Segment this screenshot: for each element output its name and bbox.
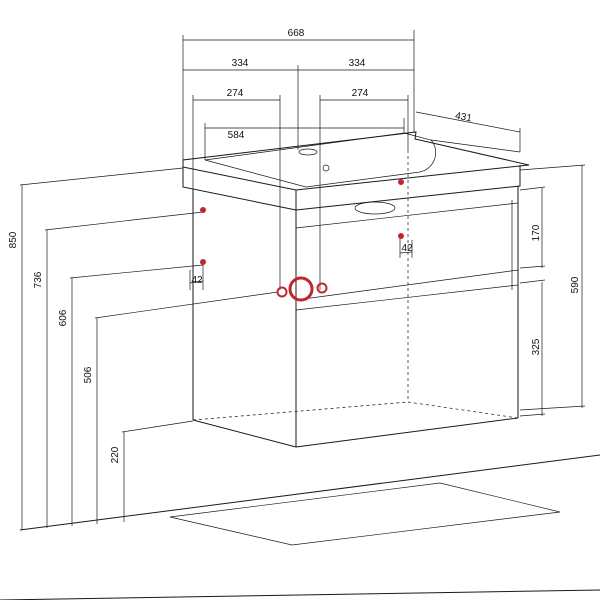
floor-mat xyxy=(169,482,561,546)
water-inlet-icon xyxy=(316,282,328,294)
marker-dot-icon xyxy=(200,207,206,213)
dim-42-left: 42 xyxy=(191,275,203,286)
tap-hole-icon xyxy=(322,164,330,172)
dim-431: 431 xyxy=(454,111,473,125)
connection-markers xyxy=(200,179,404,302)
dim-668: 668 xyxy=(288,28,305,39)
top-dimensions: 668 334 334 274 274 584 431 xyxy=(182,28,521,290)
marker-dot-icon xyxy=(398,179,404,185)
dim-170: 170 xyxy=(531,224,542,241)
vanity-cabinet xyxy=(182,131,530,448)
left-dimensions: 850 736 606 506 220 42 xyxy=(8,167,279,530)
dim-584: 584 xyxy=(228,130,245,141)
dim-334-right: 334 xyxy=(349,58,366,69)
marker-dot-icon xyxy=(398,233,404,239)
room-lines xyxy=(0,454,600,600)
dim-220: 220 xyxy=(110,446,121,463)
right-dimensions: 590 170 325 42 xyxy=(399,164,586,417)
dim-506: 506 xyxy=(83,366,94,383)
dim-606: 606 xyxy=(58,309,69,326)
dim-325: 325 xyxy=(531,338,542,355)
drawer-handle xyxy=(354,201,396,215)
dim-590: 590 xyxy=(570,276,581,293)
dim-850: 850 xyxy=(8,231,19,248)
water-inlet-icon xyxy=(276,286,288,298)
marker-dot-icon xyxy=(200,259,206,265)
dim-42-right: 42 xyxy=(401,243,413,254)
dim-274-right: 274 xyxy=(352,88,369,99)
dim-274-left: 274 xyxy=(227,88,244,99)
dim-334-left: 334 xyxy=(232,58,249,69)
dim-736: 736 xyxy=(33,271,44,288)
drain-outlet-icon xyxy=(288,276,314,302)
